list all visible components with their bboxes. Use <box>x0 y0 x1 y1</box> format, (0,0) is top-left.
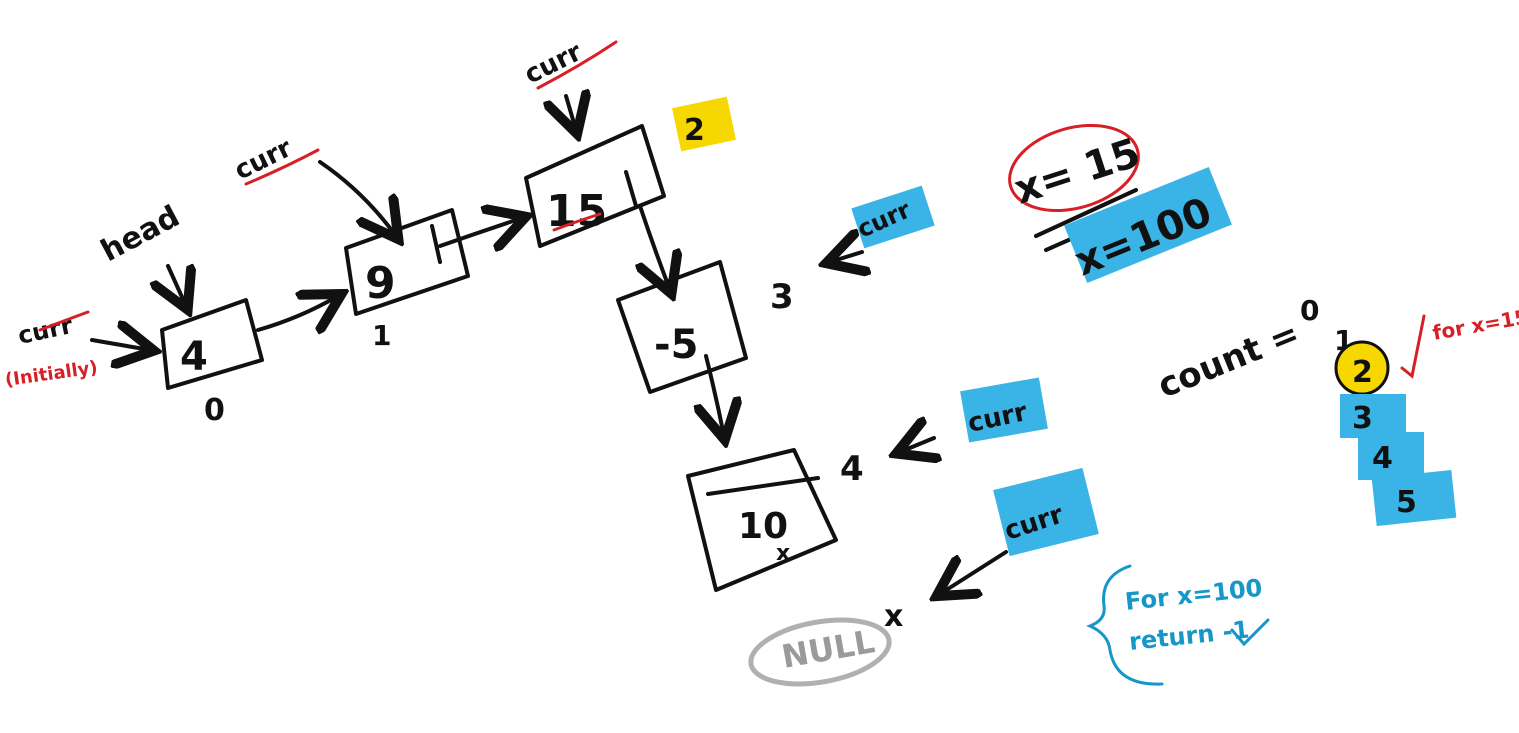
count-checkmark <box>1400 314 1426 379</box>
null-outline <box>748 617 892 687</box>
curr-node3-highlight <box>851 185 935 249</box>
node-4: 10 x 4 <box>686 448 864 592</box>
node-2-divider <box>624 170 638 208</box>
head-arrow <box>168 266 186 306</box>
count-tracker: count = 0 1 2 3 4 5 for x=15 <box>1152 294 1519 527</box>
node-2-index: 2 <box>684 113 705 148</box>
curr-node4-arrow <box>900 438 934 452</box>
note-checkmark <box>1230 618 1270 647</box>
curr-initial-underline <box>38 310 90 332</box>
node-0: 4 0 <box>160 298 264 428</box>
x100-highlight <box>1064 167 1232 283</box>
node-4-divider <box>706 476 820 496</box>
node-0-value: 4 <box>180 334 208 380</box>
note-line-1: For x=100 <box>1124 574 1264 616</box>
node-3-value: -5 <box>654 322 698 368</box>
curr-node1-underline <box>244 148 320 186</box>
count-value-5: 5 <box>1396 485 1417 520</box>
count-value-0: 0 <box>1300 294 1319 327</box>
node-3-index: 3 <box>770 277 794 317</box>
node-4-box <box>686 448 838 592</box>
curr-node2-arrow <box>566 96 576 130</box>
null-node: NULL x <box>748 599 903 687</box>
not-found-note: For x=100 return -1 <box>1086 564 1270 686</box>
node-3-box <box>616 260 748 394</box>
null-cross-mark: x <box>884 599 903 634</box>
curr-null-arrow <box>940 550 1008 594</box>
node-1-value: 9 <box>365 258 396 309</box>
x15-circle <box>1008 123 1140 213</box>
node-2-index-highlight <box>672 96 736 152</box>
curr-node4-highlight <box>960 377 1048 443</box>
node-4-null-mark: x <box>776 541 790 566</box>
curr-node2-label: curr <box>520 37 587 90</box>
curr-null-highlight <box>993 467 1099 557</box>
initially-label: (Initially) <box>4 357 99 391</box>
curr-initial-label: curr <box>15 311 75 350</box>
node-0-index: 0 <box>204 393 225 428</box>
count-value-3-highlight <box>1340 394 1406 438</box>
curr-node2-underline <box>536 40 618 90</box>
x15-strike-1 <box>1034 188 1138 238</box>
node-1: 9 1 <box>344 208 470 352</box>
count-value-3: 3 <box>1352 401 1373 436</box>
curr-node1-arrow <box>318 160 396 236</box>
link-node2-node3 <box>640 204 670 290</box>
link-node1-node2 <box>438 218 522 246</box>
count-value-5-highlight <box>1371 469 1457 527</box>
node-4-index: 4 <box>840 449 864 489</box>
node-1-box <box>344 208 470 316</box>
link-node0-node1 <box>256 296 338 330</box>
count-value-2: 2 <box>1352 355 1373 390</box>
node-0-box <box>160 298 264 390</box>
node-1-divider <box>430 224 442 264</box>
node-1-index: 1 <box>372 319 391 352</box>
head-label: head <box>95 199 185 269</box>
curr-node1-label: curr <box>230 133 297 186</box>
count-note: for x=15 <box>1431 304 1519 344</box>
curr-node3-arrow <box>830 252 862 262</box>
node-2-value-underline <box>552 212 602 232</box>
count-value-4-highlight <box>1358 432 1424 480</box>
node-2: 15 2 <box>524 96 736 248</box>
note-brace <box>1086 564 1164 686</box>
count-label: count = <box>1152 314 1305 407</box>
note-line-2: return -1 <box>1128 616 1251 656</box>
node-3: -5 3 <box>616 260 794 394</box>
node-4-value: 10 <box>738 506 788 547</box>
count-value-4: 4 <box>1372 441 1393 476</box>
curr-initial-arrow <box>90 340 150 350</box>
link-node3-node4 <box>706 354 724 436</box>
